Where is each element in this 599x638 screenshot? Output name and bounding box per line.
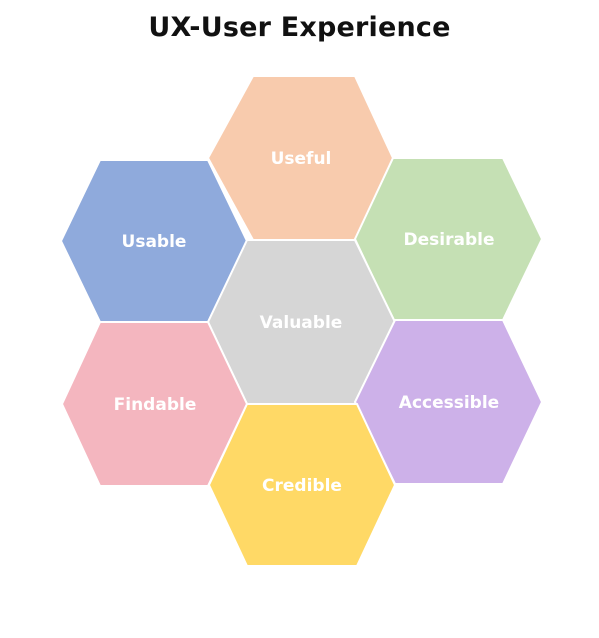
hex-credible-label: Credible xyxy=(262,476,342,496)
hex-accessible: Accessible xyxy=(353,319,544,485)
hex-credible-shape xyxy=(207,403,397,567)
hex-usable-label: Usable xyxy=(122,232,187,252)
hex-accessible-label: Accessible xyxy=(399,393,499,413)
hex-findable-label: Findable xyxy=(114,395,197,415)
hex-desirable-label: Desirable xyxy=(404,230,495,250)
diagram-title: UX-User Experience xyxy=(148,12,451,43)
hex-useful-label: Useful xyxy=(271,149,332,169)
hex-valuable-label: Valuable xyxy=(260,313,343,333)
hex-credible: Credible xyxy=(207,403,397,567)
hex-findable: Findable xyxy=(60,321,249,487)
hex-desirable: Desirable xyxy=(353,157,544,321)
